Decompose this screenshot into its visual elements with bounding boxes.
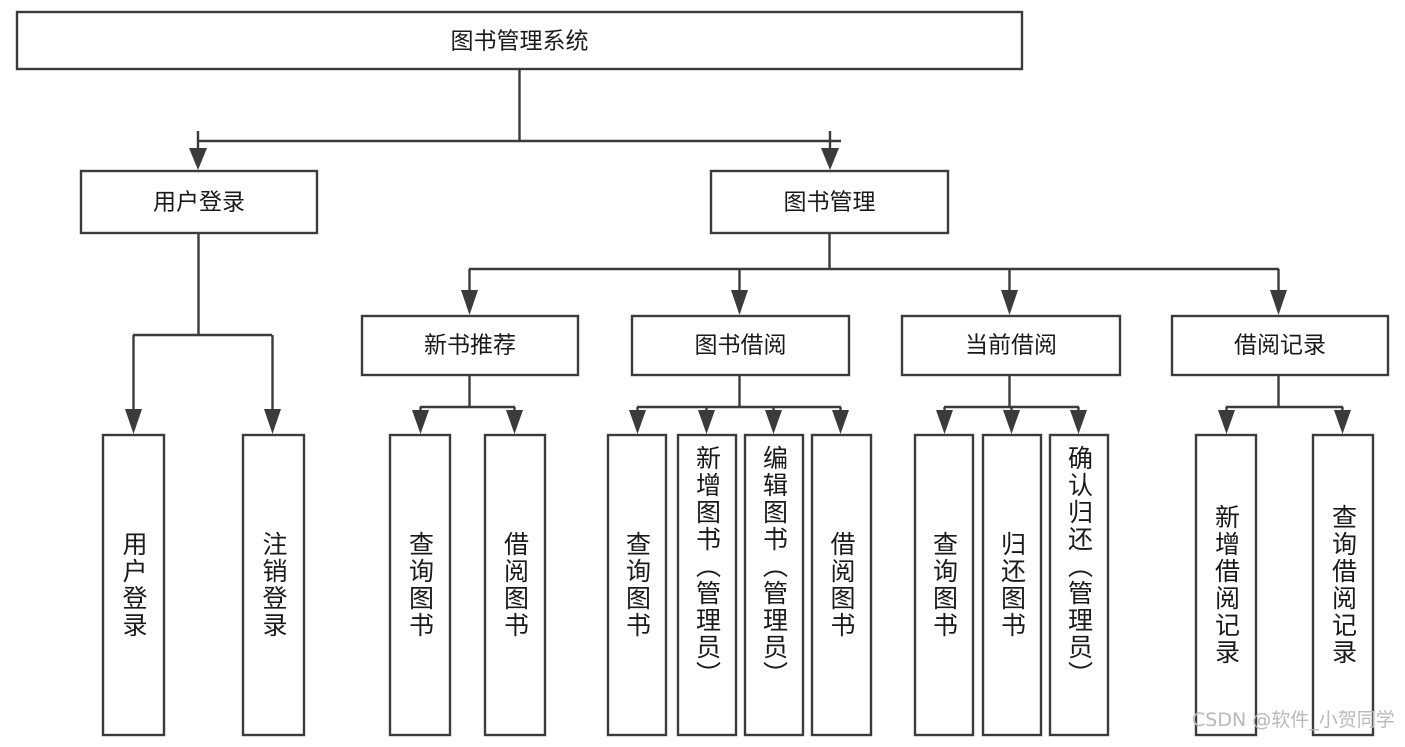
node-leaf-add-record-box[interactable] (1194, 433, 1258, 737)
arrow-leaf-return-book (1003, 410, 1020, 434)
node-user-login-box[interactable] (79, 169, 319, 235)
node-leaf-confirm-return-box[interactable] (1048, 433, 1110, 737)
node-leaf-user-login-box[interactable] (101, 433, 166, 737)
node-leaf-add-book-box[interactable] (676, 433, 738, 737)
node-leaf-logout-box[interactable] (241, 433, 306, 737)
node-leaf-borrow-book-2-box[interactable] (810, 433, 873, 737)
arrow-leaf-query-book-1 (412, 410, 429, 434)
node-book-manage-label: 图书管理 (784, 190, 876, 216)
node-leaf-borrow-book-1-box[interactable] (483, 433, 547, 737)
node-leaf-query-book-1-box[interactable] (388, 433, 452, 737)
node-current-borrow-label: 当前借阅 (965, 333, 1057, 359)
node-book-manage-box[interactable] (709, 169, 950, 235)
node-current-borrow-box[interactable] (900, 314, 1122, 377)
arrow-current-borrow (1001, 290, 1018, 315)
arrow-leaf-borrow-book-2 (832, 410, 849, 434)
node-book-borrow-box[interactable] (630, 314, 851, 377)
arrow-to-book-manage (821, 148, 839, 170)
arrow-leaf-borrow-book-1 (506, 410, 523, 434)
node-leaf-return-book-box[interactable] (981, 433, 1043, 737)
arrow-leaf-add-book (698, 410, 715, 434)
node-leaf-edit-book-box[interactable] (743, 433, 805, 737)
node-root-label: 图书管理系统 (451, 29, 589, 55)
arrow-leaf-confirm-return (1070, 410, 1087, 434)
node-book-borrow-label: 图书借阅 (695, 333, 787, 359)
node-leaf-query-book-3-box[interactable] (913, 433, 975, 737)
arrow-to-user-login (189, 148, 207, 170)
node-leaf-query-book-2-box[interactable] (606, 433, 668, 737)
arrow-borrow-record (1270, 290, 1287, 315)
node-root-box[interactable] (15, 10, 1024, 71)
arrow-leaf-query-record (1334, 410, 1351, 434)
node-new-book-rec-box[interactable] (360, 314, 580, 377)
arrow-new-book-rec (461, 290, 478, 315)
csdn-watermark: CSDN @软件_小贺同学 (1192, 709, 1395, 731)
arrow-leaf-add-record (1218, 410, 1235, 434)
arrow-leaf-edit-book (765, 410, 782, 434)
arrow-leaf-logout (264, 409, 281, 434)
node-layer: 图书管理系统 用户登录 图书管理 新书推荐 图书借阅 当前借阅 借阅记录 (15, 10, 1390, 737)
arrow-book-borrow (731, 290, 748, 315)
arrow-leaf-query-book-2 (629, 410, 646, 434)
arrow-leaf-user-login (125, 409, 142, 434)
node-leaf-query-record-box[interactable] (1311, 433, 1375, 737)
connector-layer (125, 69, 1351, 434)
node-user-login-label: 用户登录 (153, 190, 245, 216)
node-borrow-record-label: 借阅记录 (1234, 333, 1326, 359)
node-borrow-record-box[interactable] (1170, 314, 1390, 377)
node-new-book-rec-label: 新书推荐 (424, 333, 516, 359)
arrow-leaf-query-book-3 (936, 410, 953, 434)
